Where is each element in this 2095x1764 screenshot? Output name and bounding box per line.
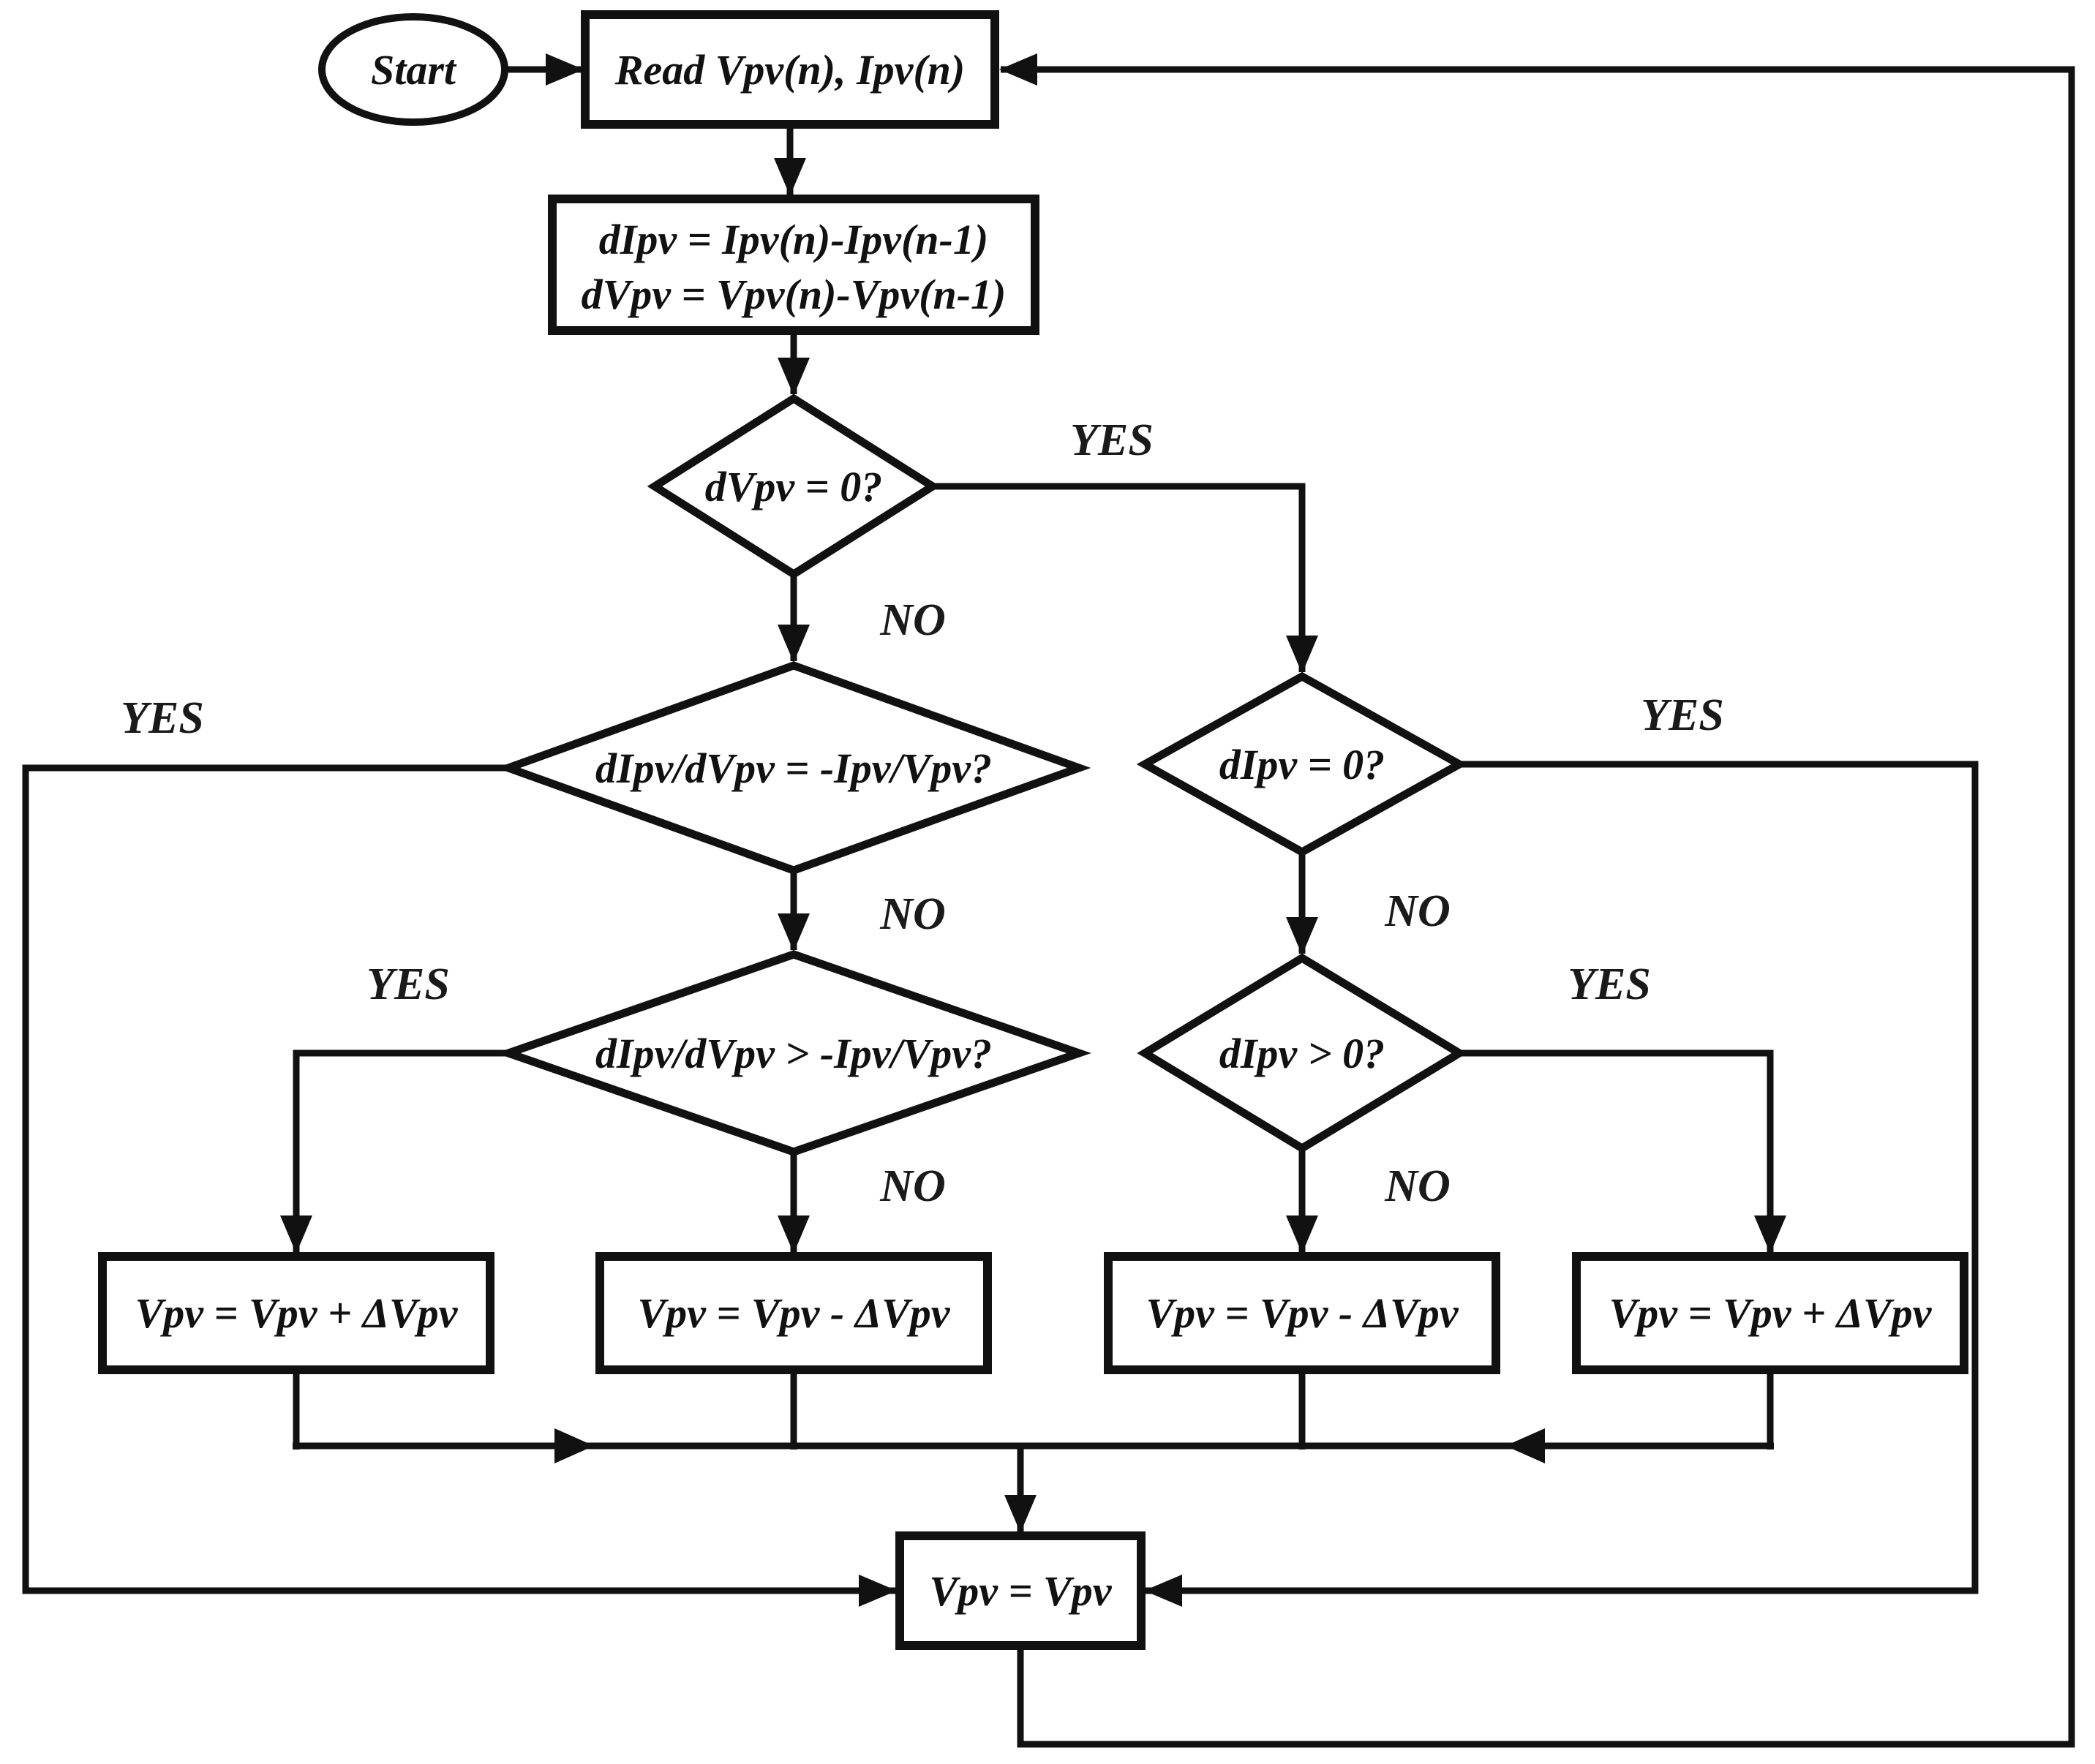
decision-dvpv-zero xyxy=(647,393,941,579)
decision-slope-equal-label: dIpv/dVpv = -Ipv/Vpv? xyxy=(595,745,992,792)
label-yes-dipv-zero: YES xyxy=(1641,690,1724,740)
decision-dipv-greater xyxy=(1137,953,1467,1153)
label-no-dvpv-zero: NO xyxy=(879,595,946,645)
compute-deltas-line1: dIpv = Ipv(n)-Ipv(n-1) xyxy=(599,216,988,263)
label-no-dipv-zero: NO xyxy=(1384,886,1451,936)
decision-slope-greater xyxy=(496,950,1091,1156)
edge-labels: YES NO YES NO YES NO YES NO YES NO xyxy=(121,415,1724,1211)
action-decrease-vpv-left-label: Vpv = Vpv - ΔVpv xyxy=(637,1289,950,1337)
compute-deltas-line2: dVpv = Vpv(n)-Vpv(n-1) xyxy=(582,271,1007,318)
action-decrease-vpv-right-label: Vpv = Vpv - ΔVpv xyxy=(1146,1289,1459,1337)
edge-dvpv-zero-yes xyxy=(933,483,1318,674)
label-yes-slope-greater: YES xyxy=(366,960,450,1009)
update-vpv-label: Vpv = Vpv xyxy=(930,1567,1113,1615)
read-inputs-label: Read Vpv(n), Ipv(n) xyxy=(614,46,965,94)
action-increase-vpv-right xyxy=(1572,1252,1968,1374)
edges xyxy=(22,53,2075,1748)
merge-arrow-right-icon xyxy=(554,1428,594,1463)
decision-dipv-greater-label: dIpv > 0? xyxy=(1219,1030,1385,1077)
label-no-dipv-greater: NO xyxy=(1384,1161,1451,1211)
edge-slope-equal-yes xyxy=(22,764,897,1607)
merge-arrow-left-icon xyxy=(1505,1428,1545,1463)
label-yes-slope-equal: YES xyxy=(121,693,204,743)
edge-dipv-greater-yes xyxy=(1459,1049,1786,1254)
action-increase-vpv-right-label: Vpv = Vpv + ΔVpv xyxy=(1609,1289,1933,1337)
start-node xyxy=(318,13,508,126)
decision-slope-equal xyxy=(496,661,1091,875)
compute-deltas-node xyxy=(548,195,1039,335)
decision-dipv-zero-label: dIpv = 0? xyxy=(1219,741,1385,788)
decision-dipv-zero xyxy=(1136,671,1468,857)
nodes: Start Read Vpv(n), Ipv(n) dIpv = Ipv(n)-… xyxy=(98,10,1968,1650)
action-increase-vpv-left xyxy=(98,1252,494,1374)
action-decrease-vpv-left xyxy=(595,1252,992,1374)
edge-dipv-zero-yes xyxy=(1144,761,1979,1607)
decision-dvpv-zero-label: dVpv = 0? xyxy=(705,463,882,510)
label-yes-dvpv-zero: YES xyxy=(1070,415,1154,465)
decision-slope-greater-label: dIpv/dVpv > -Ipv/Vpv? xyxy=(595,1030,992,1077)
label-yes-dipv-greater: YES xyxy=(1568,960,1651,1009)
action-increase-vpv-left-label: Vpv = Vpv + ΔVpv xyxy=(135,1289,459,1337)
edge-slope-greater-yes xyxy=(280,1049,508,1254)
read-inputs-node xyxy=(581,10,999,129)
edge-update-to-read-loop xyxy=(999,53,2075,1748)
label-no-slope-greater: NO xyxy=(879,1161,946,1211)
update-vpv-node xyxy=(895,1531,1146,1650)
label-no-slope-equal: NO xyxy=(879,889,946,939)
action-decrease-vpv-right xyxy=(1104,1252,1500,1374)
start-label: Start xyxy=(371,46,457,94)
